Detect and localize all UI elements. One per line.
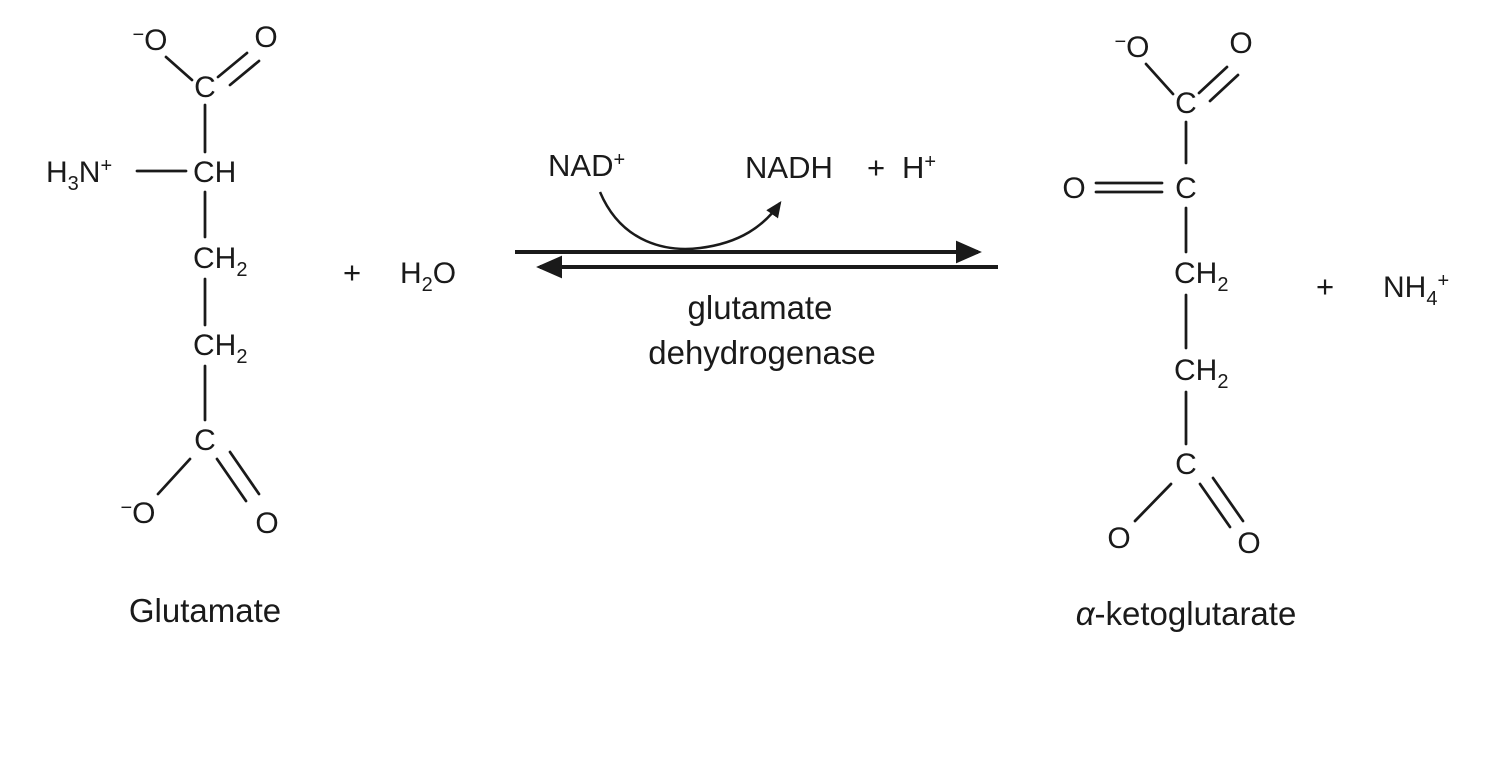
ketoglutarate-top-o-double: O — [1229, 27, 1252, 60]
bond-double-1 — [216, 51, 249, 79]
glutamate-amino-group: H3N+ — [46, 155, 112, 195]
glutamate-bottom-c: C — [194, 424, 216, 457]
glutamate-bottom-o-minus: −O — [120, 497, 155, 530]
glutamate-structure: −O O C CH H3N+ CH2 CH2 C −O O Glutamate — [46, 21, 281, 629]
nadh-label: NADH — [745, 150, 833, 185]
cofactor-curved-arrow — [598, 191, 782, 251]
bond-double-1 — [215, 457, 248, 503]
bond-single — [1133, 482, 1173, 523]
enzyme-name-line1: glutamate — [688, 289, 833, 326]
glutamate-ch2-upper: CH2 — [193, 242, 247, 281]
bond-double-2 — [228, 59, 261, 87]
ketoglutarate-keto-o: O — [1062, 172, 1085, 205]
glutamate-alpha-carbon: CH — [193, 156, 236, 189]
bond-single — [1144, 62, 1175, 96]
glutamate-top-o-double: O — [254, 21, 277, 54]
ketoglutarate-bottom-o-left: O — [1107, 522, 1130, 555]
reaction-center: NAD+ NADH + H+ glutamate dehydrogenase — [515, 148, 998, 371]
ketoglutarate-bottom-o-right: O — [1237, 527, 1260, 560]
glutamate-top-o-minus: −O — [132, 24, 167, 57]
plus-sign-cofactor: + — [867, 150, 885, 185]
ketoglutarate-top-o-minus: −O — [1114, 31, 1149, 64]
glutamate-ch2-lower: CH2 — [193, 329, 247, 368]
ammonium-formula: NH4+ — [1383, 270, 1449, 310]
glutamate-bottom-o-double: O — [255, 507, 278, 540]
bond-double-2 — [228, 450, 261, 496]
water-formula: H2O — [400, 257, 456, 296]
ketoglutarate-top-c: C — [1175, 87, 1197, 120]
bond-single — [156, 457, 192, 496]
bond-double-1 — [1197, 65, 1229, 95]
nad-label: NAD+ — [548, 148, 625, 183]
ketoglutarate-keto-c: C — [1175, 172, 1197, 205]
glutamate-top-c: C — [194, 71, 216, 104]
enzyme-name-line2: dehydrogenase — [648, 334, 876, 371]
ketoglutarate-bottom-c: C — [1175, 448, 1197, 481]
glutamate-label: Glutamate — [129, 592, 281, 629]
plus-sign-left: + — [343, 255, 361, 290]
ketoglutarate-label: α-ketoglutarate — [1076, 595, 1297, 632]
ketoglutarate-ch2-upper: CH2 — [1174, 257, 1228, 296]
bond-double-1 — [1198, 482, 1232, 529]
ketoglutarate-ch2-lower: CH2 — [1174, 354, 1228, 393]
plus-sign-right: + — [1316, 269, 1334, 304]
bond-double-2 — [1208, 73, 1240, 103]
ketoglutarate-structure: −O O C C O CH2 CH2 C O O α-ketoglutarate — [1062, 27, 1296, 632]
bond-double-2 — [1211, 476, 1245, 523]
water-term: + H2O — [343, 255, 456, 296]
bond-single — [164, 55, 194, 82]
ammonium-term: + NH4+ — [1316, 269, 1449, 310]
h-plus-label: H+ — [902, 150, 936, 185]
